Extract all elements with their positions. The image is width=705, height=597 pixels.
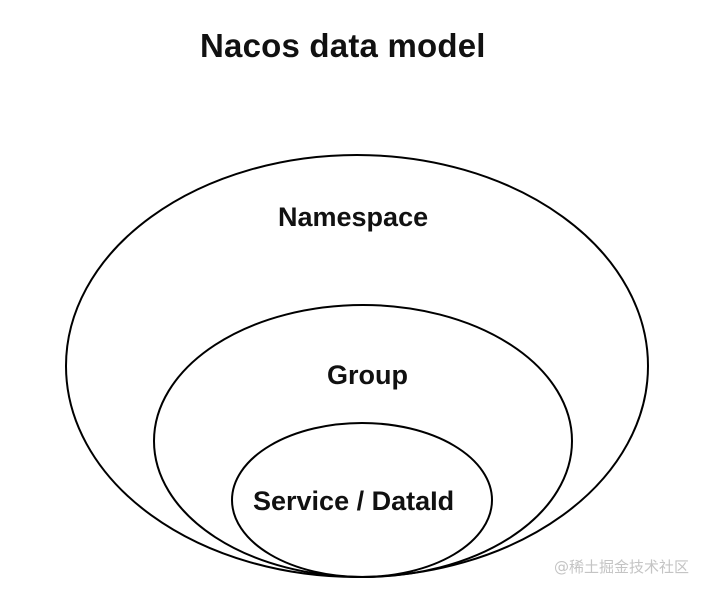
service-dataid-ellipse	[231, 422, 493, 578]
watermark: @稀土掘金技术社区	[553, 558, 689, 576]
diagram-title: Nacos data model	[200, 27, 486, 64]
service-dataid-label: Service / DataId	[253, 486, 455, 516]
namespace-label: Namespace	[278, 202, 429, 232]
group-label: Group	[327, 360, 408, 390]
group-ellipse	[153, 304, 573, 578]
